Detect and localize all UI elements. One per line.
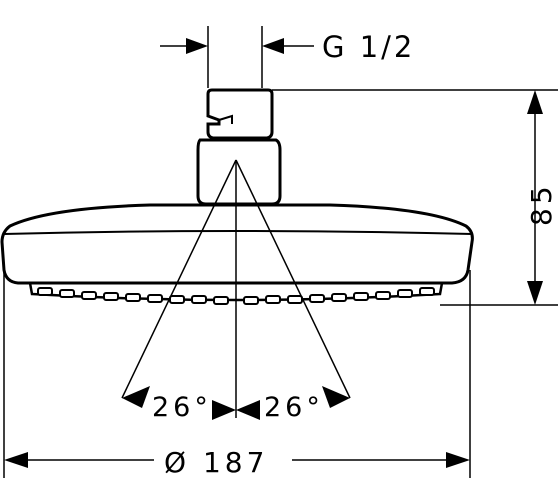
nozzle: [191, 295, 207, 304]
height-arrowhead-top: [527, 90, 543, 114]
nozzle: [103, 292, 119, 301]
nozzle: [397, 289, 413, 298]
connector-nut: [206, 88, 274, 140]
shower-head: [0, 88, 474, 305]
nozzle: [287, 295, 303, 304]
connection-label: G 1/2: [322, 30, 415, 64]
spray-line-left: [121, 159, 237, 399]
connection-arrowhead-left: [186, 38, 208, 54]
spray-arrowhead-right-inner: [236, 400, 260, 420]
head-rim-line: [3, 230, 473, 235]
spray-arrowhead-left-outer: [122, 386, 150, 408]
spray-line-right: [235, 159, 351, 399]
spray-arrowhead-left-inner: [212, 400, 236, 420]
connection-arrowhead-right: [262, 38, 284, 54]
diameter-arrowhead-right: [446, 452, 470, 468]
connection-dimension: G 1/2: [160, 26, 415, 88]
nozzle: [37, 287, 53, 296]
nozzle: [147, 294, 163, 303]
height-dimension: 85: [272, 89, 558, 306]
nozzle: [125, 293, 141, 302]
height-label: 85: [525, 182, 558, 226]
height-arrowhead-bottom: [527, 281, 543, 305]
nozzle: [353, 292, 369, 301]
connector-nut-notch: [218, 114, 233, 124]
spray-angle-label-left: 26°: [152, 392, 212, 423]
diameter-dimension: Ø 187: [3, 270, 471, 479]
nozzle: [331, 293, 347, 302]
spray-angle-dimension: 26° 26°: [121, 159, 351, 423]
spray-angle-label-right: 26°: [264, 392, 324, 423]
nozzle: [375, 291, 391, 300]
nozzle: [419, 287, 435, 296]
ball-joint: [196, 138, 282, 206]
diameter-arrowhead-left: [4, 452, 28, 468]
spray-arrowhead-right-outer: [322, 386, 350, 408]
head-body: [0, 203, 474, 285]
nozzle: [309, 294, 325, 303]
nozzle: [243, 296, 259, 305]
diameter-label: Ø 187: [164, 446, 268, 479]
nozzle: [169, 295, 185, 304]
nozzle-row: [37, 287, 435, 305]
nozzle: [213, 296, 229, 305]
nozzle: [59, 289, 75, 298]
nozzle: [265, 295, 281, 304]
nozzle: [81, 291, 97, 300]
